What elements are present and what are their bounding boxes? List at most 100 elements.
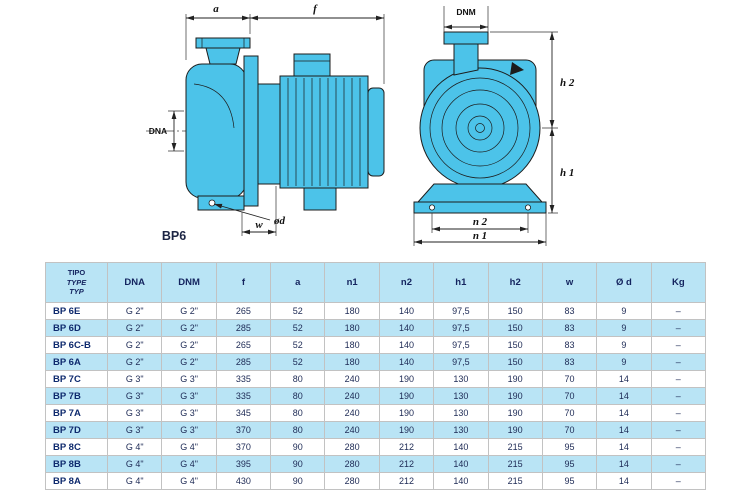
value-cell: 9 xyxy=(596,302,652,320)
value-cell: 140 xyxy=(378,319,435,337)
casing-outline xyxy=(419,67,541,189)
value-cell: 370 xyxy=(215,421,272,439)
suction-flange xyxy=(195,37,251,49)
motor-foot xyxy=(303,187,337,211)
dim-label-n1: n 1 xyxy=(473,230,487,242)
base-plate xyxy=(413,201,547,214)
value-cell: 70 xyxy=(541,370,598,388)
pump-front-view: DNM h 2 h 1 n 2 n 1 xyxy=(413,6,575,246)
dim-label-dnm: DNM xyxy=(456,7,475,17)
value-cell: 14 xyxy=(596,455,652,473)
value-cell: G 3" xyxy=(161,370,217,388)
col-header-a: a xyxy=(270,262,326,303)
value-cell: 80 xyxy=(270,387,326,405)
value-cell: 280 xyxy=(324,438,380,456)
value-cell: – xyxy=(650,438,707,456)
value-cell: 215 xyxy=(487,472,543,490)
value-cell: 212 xyxy=(378,472,435,490)
value-cell: 215 xyxy=(487,438,543,456)
value-cell: 9 xyxy=(596,319,652,337)
dim-label-od: ød xyxy=(273,215,286,227)
casing-ring-4 xyxy=(467,115,493,141)
dim-label-f: f xyxy=(313,3,318,15)
value-cell: 190 xyxy=(378,370,435,388)
value-cell: 190 xyxy=(378,421,435,439)
value-cell: G 2" xyxy=(106,336,163,354)
dim-label-h2: h 2 xyxy=(560,77,575,89)
value-cell: 190 xyxy=(487,404,543,422)
value-cell: 280 xyxy=(324,472,380,490)
value-cell: 52 xyxy=(270,336,326,354)
value-cell: 83 xyxy=(541,302,598,320)
value-cell: 240 xyxy=(324,404,380,422)
value-cell: 150 xyxy=(487,319,543,337)
table-header-row: TIPO TYPE TYP DNA DNM f a n1 n2 h1 h2 w … xyxy=(45,262,707,303)
value-cell: 90 xyxy=(270,438,326,456)
value-cell: G 2" xyxy=(161,319,217,337)
pump-technical-drawing: a f DNA ød w BP6 xyxy=(146,3,575,246)
value-cell: – xyxy=(650,353,707,371)
model-cell: BP 6C-B xyxy=(45,336,108,354)
value-cell: 140 xyxy=(433,438,489,456)
value-cell: 190 xyxy=(378,404,435,422)
value-cell: 140 xyxy=(378,336,435,354)
value-cell: – xyxy=(650,302,707,320)
value-cell: 212 xyxy=(378,455,435,473)
value-cell: 70 xyxy=(541,387,598,405)
value-cell: 95 xyxy=(541,455,598,473)
col-header-n1: n1 xyxy=(324,262,380,303)
value-cell: G 3" xyxy=(106,387,163,405)
value-cell: 180 xyxy=(324,353,380,371)
value-cell: 97,5 xyxy=(433,319,489,337)
col-header-type: TIPO TYPE TYP xyxy=(45,262,108,303)
model-cell: BP 6D xyxy=(45,319,108,337)
top-extension-lines xyxy=(185,14,385,84)
value-cell: 97,5 xyxy=(433,353,489,371)
n-extension-lines xyxy=(413,213,547,246)
value-cell: 265 xyxy=(215,336,272,354)
col-header-h1: h1 xyxy=(433,262,489,303)
value-cell: 150 xyxy=(487,302,543,320)
shaft-center xyxy=(475,123,485,133)
value-cell: 285 xyxy=(215,319,272,337)
value-cell: 130 xyxy=(433,421,489,439)
value-cell: 285 xyxy=(215,353,272,371)
value-cell: G 4" xyxy=(106,438,163,456)
rotation-arrow-icon xyxy=(510,62,524,75)
motor-end-cap xyxy=(367,87,385,177)
value-cell: 14 xyxy=(596,438,652,456)
value-cell: 190 xyxy=(378,387,435,405)
value-cell: G 3" xyxy=(106,421,163,439)
value-cell: G 3" xyxy=(106,404,163,422)
value-cell: 140 xyxy=(433,455,489,473)
value-cell: 430 xyxy=(215,472,272,490)
value-cell: 212 xyxy=(378,438,435,456)
header-typ: TYP xyxy=(69,287,84,297)
suction-neck xyxy=(205,47,241,65)
dimension-table-grid: TIPO TYPE TYP DNA DNM f a n1 n2 h1 h2 w … xyxy=(45,262,707,490)
value-cell: G 4" xyxy=(161,455,217,473)
value-cell: 180 xyxy=(324,336,380,354)
motor-fins xyxy=(287,78,361,186)
casing-ring-3 xyxy=(455,103,505,153)
value-cell: 140 xyxy=(378,302,435,320)
value-cell: G 4" xyxy=(106,455,163,473)
value-cell: 97,5 xyxy=(433,302,489,320)
value-cell: 83 xyxy=(541,336,598,354)
dim-label-dna: DNA xyxy=(149,126,167,136)
base-hole-right xyxy=(525,204,532,211)
value-cell: 80 xyxy=(270,404,326,422)
value-cell: G 3" xyxy=(161,404,217,422)
dim-label-n2: n 2 xyxy=(473,216,488,228)
value-cell: 215 xyxy=(487,455,543,473)
value-cell: 335 xyxy=(215,370,272,388)
value-cell: G 3" xyxy=(106,370,163,388)
